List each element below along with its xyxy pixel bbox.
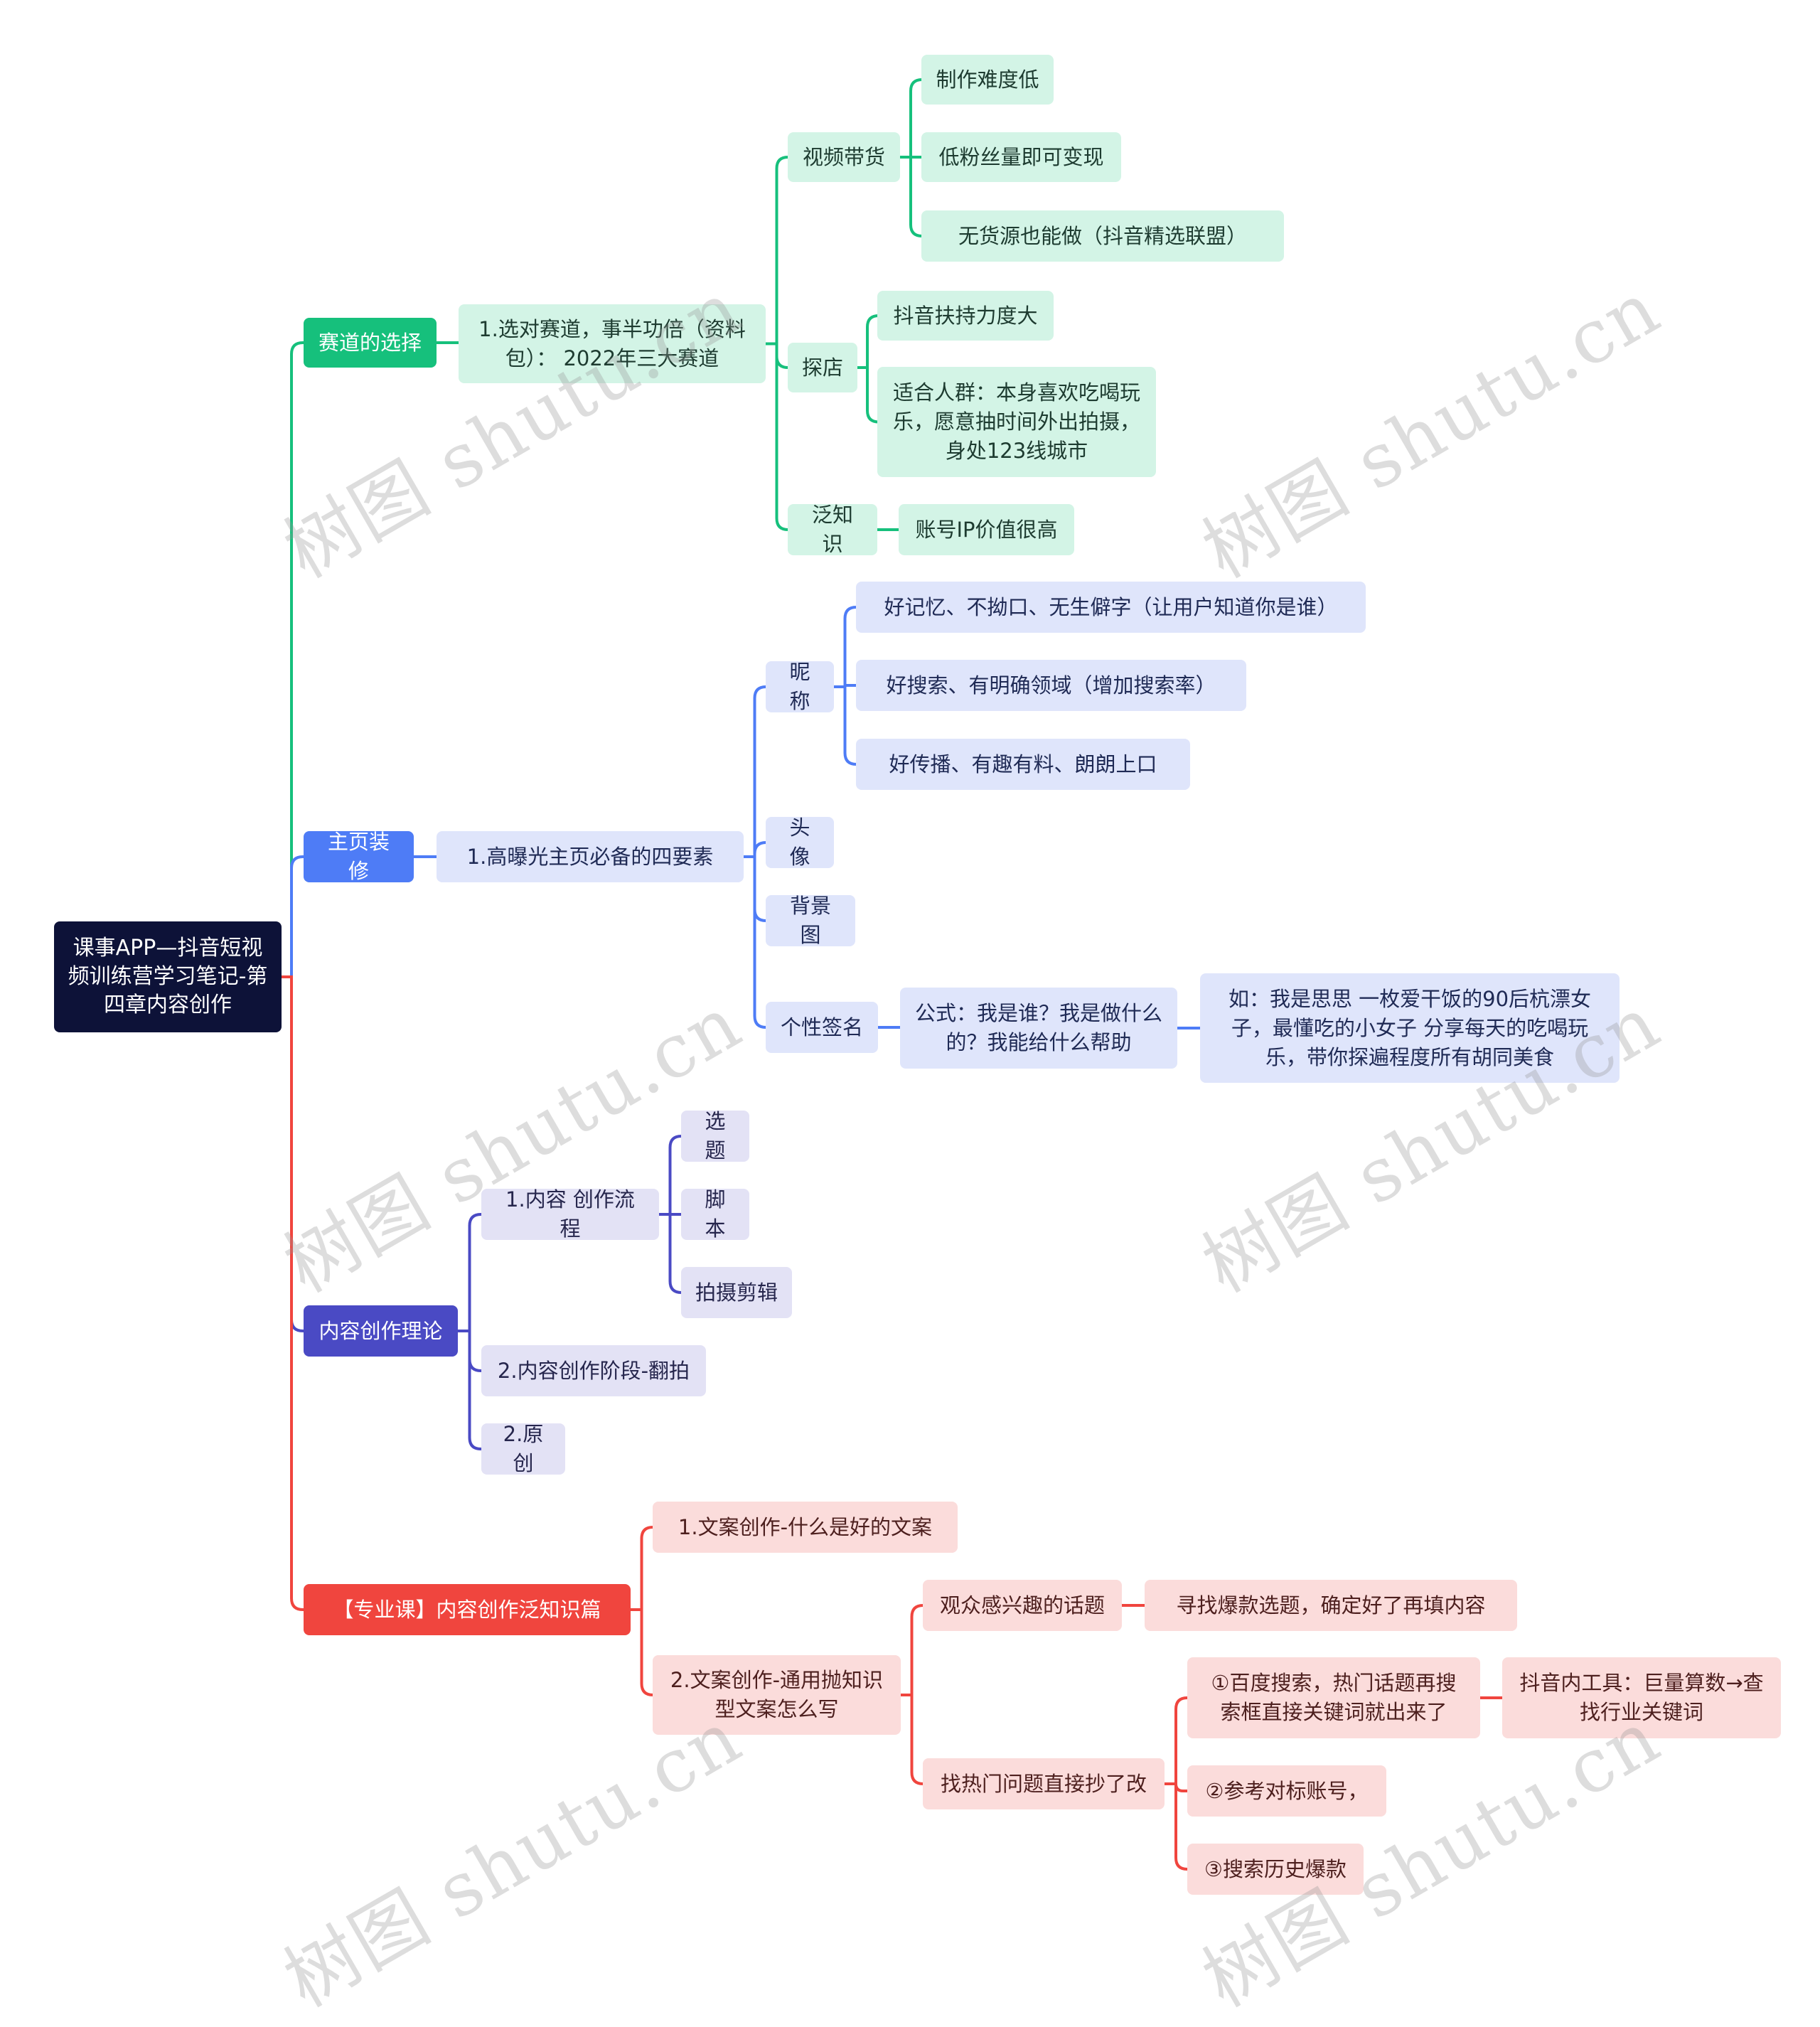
connector xyxy=(468,1213,483,1332)
connector xyxy=(280,341,305,978)
connector xyxy=(668,1135,682,1216)
connector xyxy=(910,1604,924,1696)
leaf-signature-example[interactable]: 如：我是思思 一枚爱干饭的90后杭漂女子，最懂吃的小女子 分享每天的吃喝玩乐，带… xyxy=(1200,973,1620,1083)
connector xyxy=(753,685,767,858)
connector xyxy=(843,684,857,688)
connector xyxy=(753,855,767,1029)
leaf-historical-hits[interactable]: ③搜索历史爆款 xyxy=(1187,1844,1364,1895)
connector xyxy=(753,855,767,922)
leaf-shooting-editing[interactable]: 拍摄剪辑 xyxy=(681,1267,792,1318)
leaf-script[interactable]: 脚本 xyxy=(681,1189,749,1240)
connector xyxy=(280,975,305,1611)
connector xyxy=(753,841,767,858)
connector xyxy=(843,606,857,688)
topic-avatar[interactable]: 头像 xyxy=(766,817,834,868)
topic-original[interactable]: 2.原创 xyxy=(481,1423,565,1475)
topic-knowledge-copywriting[interactable]: 2.文案创作-通用抛知识型文案怎么写 xyxy=(653,1655,901,1735)
branch-homepage-decoration[interactable]: 主页装修 xyxy=(304,831,414,882)
leaf-low-difficulty[interactable]: 制作难度低 xyxy=(921,55,1054,105)
topic-nickname[interactable]: 昵称 xyxy=(766,661,834,712)
topic-signature[interactable]: 个性签名 xyxy=(766,1002,878,1053)
topic-copy-hot-questions[interactable]: 找热门问题直接抄了改 xyxy=(923,1758,1165,1809)
leaf-find-hot-topic[interactable]: 寻找爆款选题，确定好了再填内容 xyxy=(1145,1580,1517,1631)
topic-audience-interest[interactable]: 观众感兴趣的话题 xyxy=(923,1580,1122,1631)
topic-remake-stage[interactable]: 2.内容创作阶段-翻拍 xyxy=(481,1345,706,1396)
connector xyxy=(910,1694,924,1785)
topic-video-sales[interactable]: 视频带货 xyxy=(788,132,900,182)
leaf-signature-formula[interactable]: 公式：我是谁？我是做什么的？我能给什么帮助 xyxy=(900,988,1177,1069)
connector xyxy=(1174,1782,1189,1871)
connector xyxy=(843,685,857,766)
connector xyxy=(1174,1782,1189,1792)
branch-professional-course[interactable]: 【专业课】内容创作泛知识篇 xyxy=(304,1584,631,1635)
leaf-low-followers[interactable]: 低粉丝量即可变现 xyxy=(921,132,1121,182)
connector xyxy=(775,342,789,531)
leaf-ip-value[interactable]: 账号IP价值很高 xyxy=(899,504,1074,555)
connector xyxy=(775,156,789,346)
leaf-no-inventory[interactable]: 无货源也能做（抖音精选联盟） xyxy=(921,210,1284,262)
root-topic[interactable]: 课事APP—抖音短视频训练营学习笔记-第四章内容创作 xyxy=(54,921,282,1032)
leaf-easy-remember[interactable]: 好记忆、不拗口、无生僻字（让用户知道你是谁） xyxy=(856,582,1366,633)
topic-background-image[interactable]: 背景图 xyxy=(766,895,855,946)
connector xyxy=(909,156,923,237)
leaf-benchmark-accounts[interactable]: ②参考对标账号， xyxy=(1187,1765,1386,1817)
topic-store-visit[interactable]: 探店 xyxy=(788,343,857,392)
connector xyxy=(775,342,789,369)
leaf-douyin-tool[interactable]: 抖音内工具：巨量算数→查找行业关键词 xyxy=(1502,1657,1781,1738)
connector xyxy=(668,1213,682,1294)
leaf-easy-search[interactable]: 好搜索、有明确领域（增加搜索率） xyxy=(856,660,1246,711)
topic-creation-process[interactable]: 1.内容 创作流程 xyxy=(481,1189,659,1240)
leaf-easy-spread[interactable]: 好传播、有趣有料、朗朗上口 xyxy=(856,739,1190,790)
connector xyxy=(1174,1696,1189,1785)
leaf-baidu-search[interactable]: ①百度搜索，热门话题再搜索框直接关键词就出来了 xyxy=(1187,1657,1480,1738)
branch-track-selection[interactable]: 赛道的选择 xyxy=(304,318,437,368)
branch-content-theory[interactable]: 内容创作理论 xyxy=(304,1305,458,1357)
connector xyxy=(640,1526,654,1611)
leaf-target-audience[interactable]: 适合人群：本身喜欢吃喝玩乐，愿意抽时间外出拍摄，身处123线城市 xyxy=(877,367,1156,477)
connector xyxy=(280,855,305,978)
leaf-douyin-support[interactable]: 抖音扶持力度大 xyxy=(877,291,1054,341)
connector xyxy=(468,1330,483,1372)
connector xyxy=(468,1330,483,1450)
connector xyxy=(640,1608,654,1696)
topic-choose-track[interactable]: 1.选对赛道，事半功倍（资料包）： 2022年三大赛道 xyxy=(459,304,766,383)
topic-four-elements[interactable]: 1.高曝光主页必备的四要素 xyxy=(437,831,744,882)
connector xyxy=(909,78,923,159)
topic-general-knowledge[interactable]: 泛知识 xyxy=(788,504,877,555)
leaf-topic-selection[interactable]: 选题 xyxy=(681,1111,749,1162)
topic-good-copywriting[interactable]: 1.文案创作-什么是好的文案 xyxy=(653,1502,958,1553)
